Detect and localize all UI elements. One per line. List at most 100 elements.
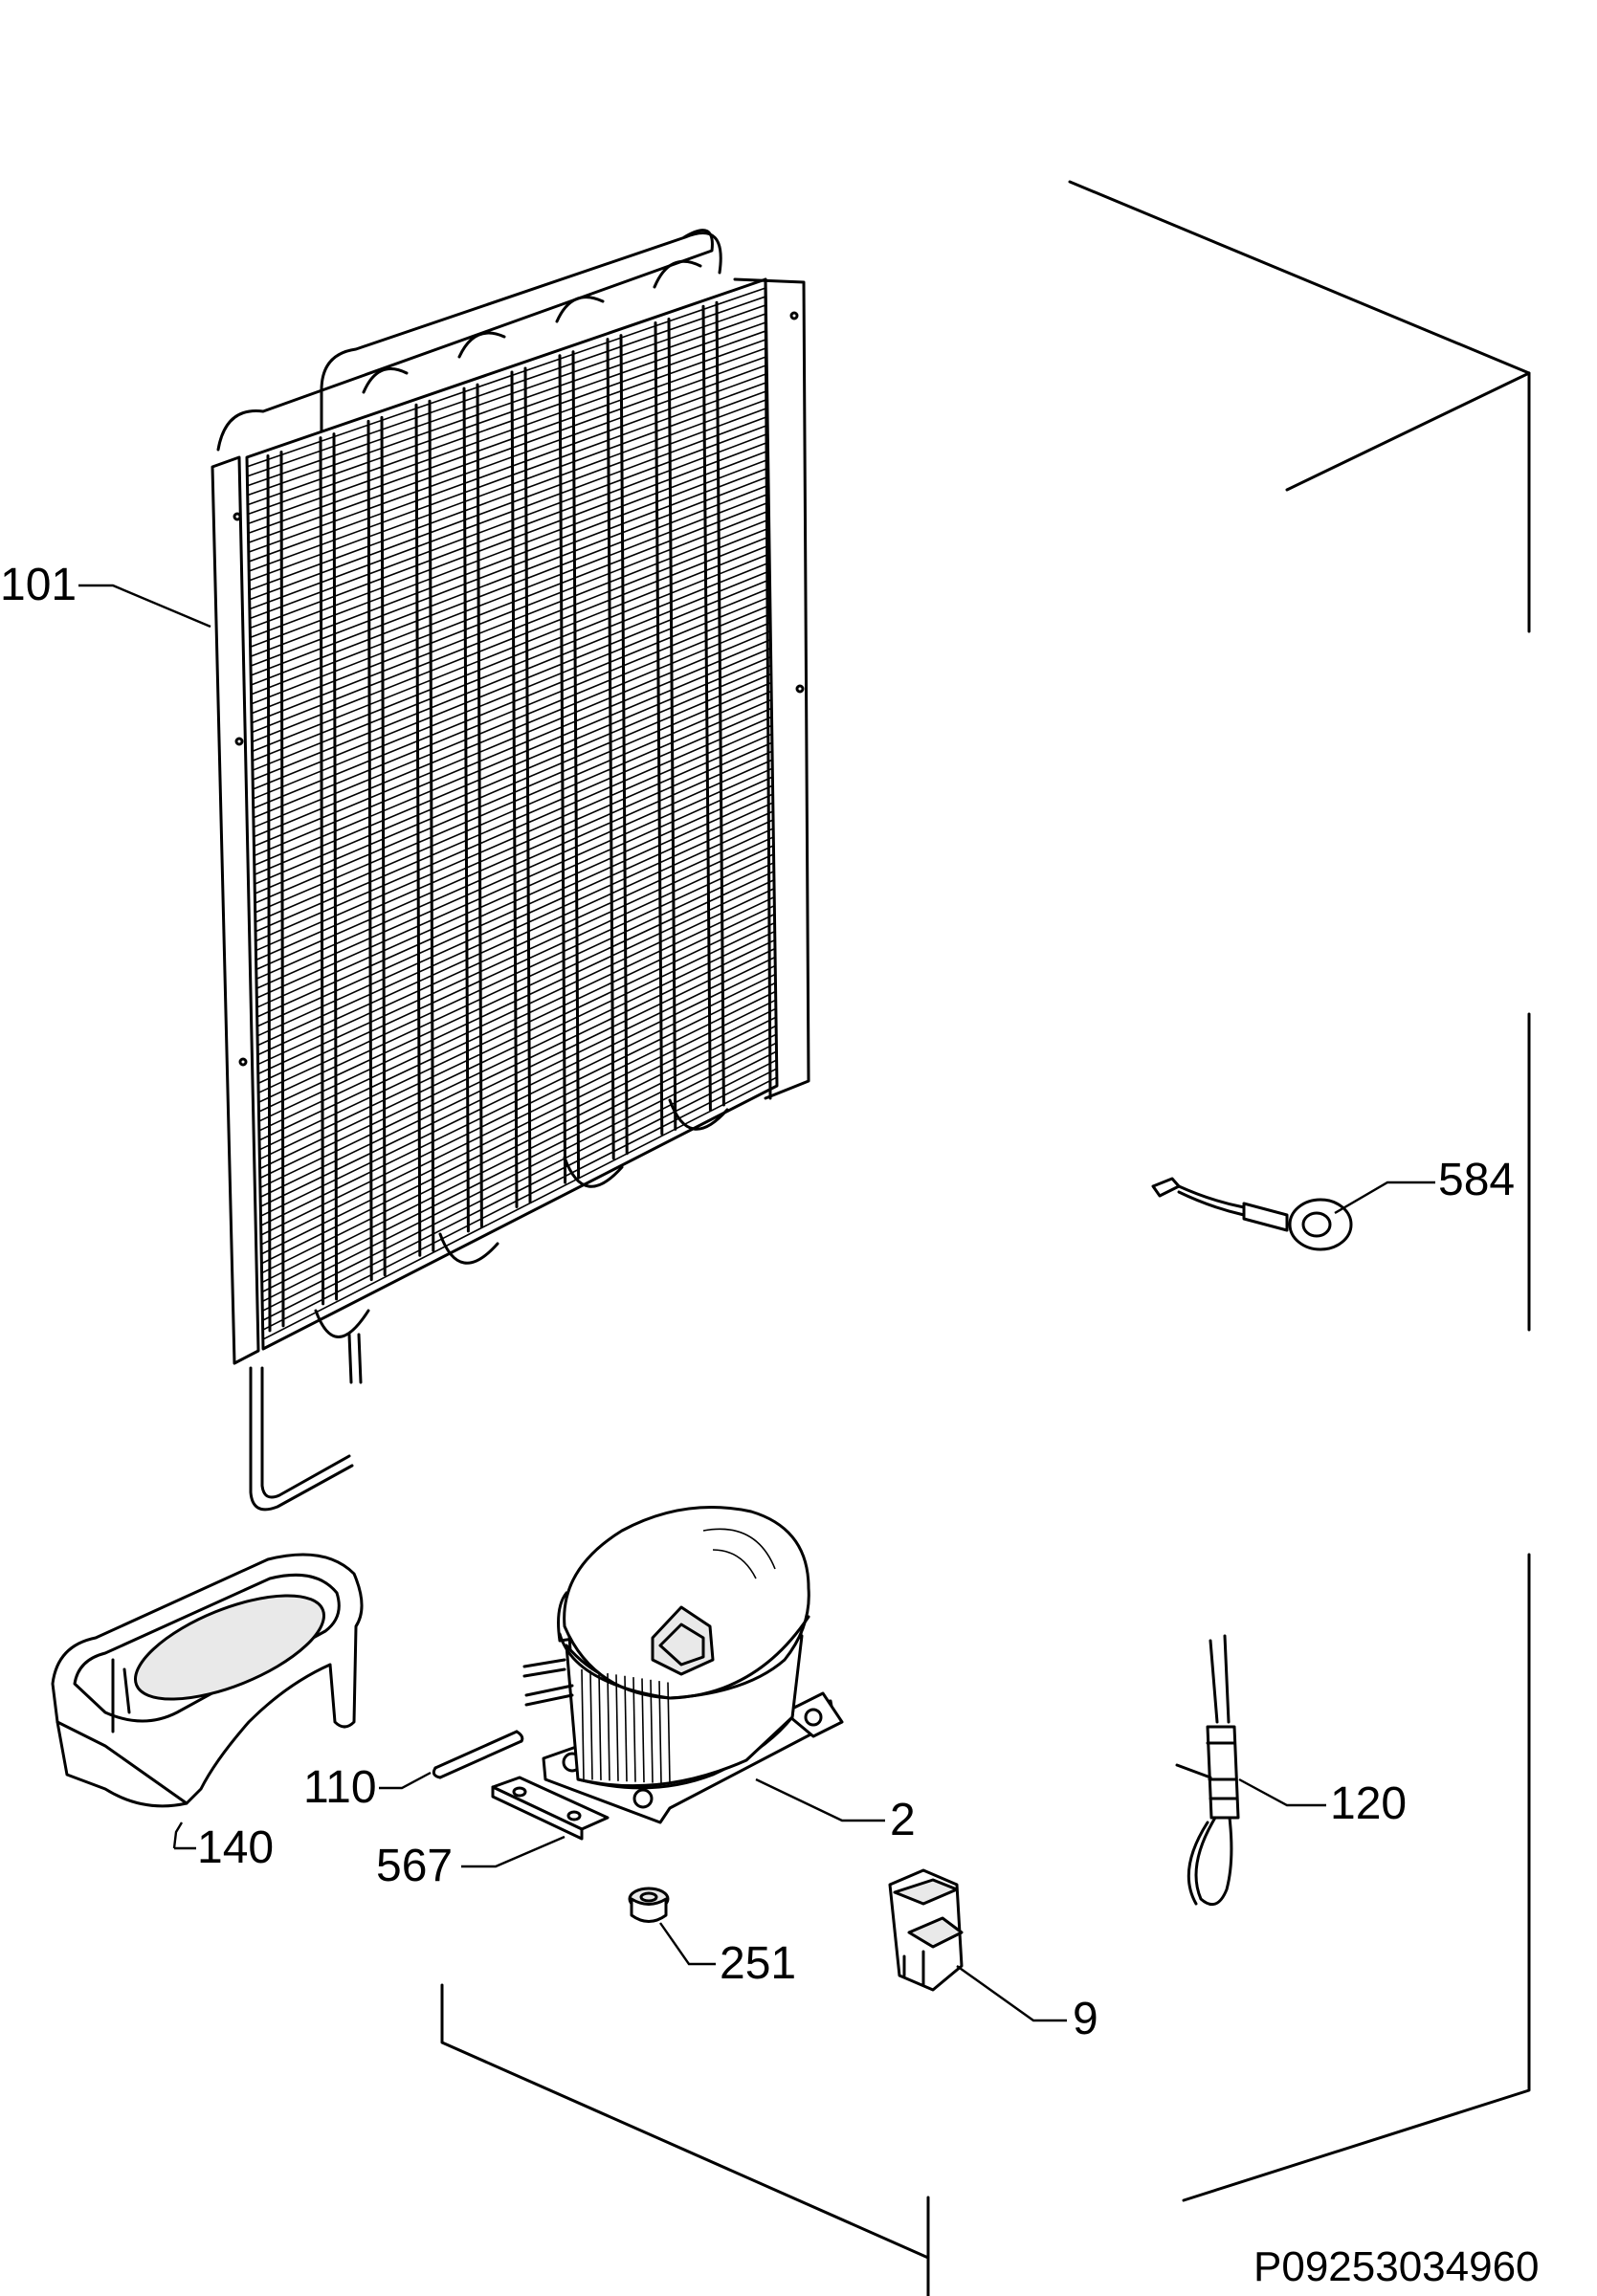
cabinet-outline [440,180,1531,2296]
condenser-drawing [211,229,810,1512]
drawing-stroke [249,415,768,610]
drawing-stroke [252,553,770,762]
drawing-stroke [650,1679,654,1783]
drawing-stroke [253,579,770,790]
drawing-stroke [266,453,272,1333]
drawing-stroke [332,432,339,1301]
drawing-stroke [251,501,769,705]
drawing-stroke [624,1675,628,1782]
drawing-stroke [414,403,422,1257]
drawing-stroke [654,320,664,1136]
grommet-drawing [628,1887,670,1923]
callout-567: 567 [376,1841,454,1891]
drawing-stroke [259,921,775,1170]
drawing-stroke [259,930,776,1180]
drawing-stroke [607,1673,610,1781]
callout-110: 110 [303,1762,377,1813]
callout-2: 2 [890,1795,916,1845]
drawing-stroke [476,383,483,1228]
drawing-stroke [581,1668,585,1780]
drawing-stroke [251,519,769,724]
document-id: P09253034960 [1253,2243,1540,2290]
drawing-stroke [261,1033,777,1293]
drawing-stroke [462,386,470,1233]
drawing-stroke [523,366,532,1203]
callout-251: 251 [720,1938,797,1989]
callout-120: 120 [1330,1778,1408,1829]
drawing-stroke [250,458,768,657]
drawing-stroke [254,629,771,848]
drawing-stroke [571,350,581,1180]
drawing-stroke [558,354,567,1184]
compressor-drawing [522,1506,844,1824]
drawing-stroke [701,304,712,1112]
callout-101: 101 [0,560,78,610]
drawing-stroke [510,370,519,1208]
drawing-stroke [261,1042,777,1303]
drawing-stroke [250,467,769,667]
callout-140: 140 [197,1822,275,1873]
drawing-stroke [261,1025,777,1284]
drawing-stroke [658,1681,662,1784]
drawing-stroke [715,300,725,1107]
drawing-stroke [252,536,770,743]
drawing-stroke [252,562,770,771]
drawing-stroke [260,973,776,1226]
drawing-stroke [253,596,771,809]
drawing-stroke [259,956,776,1207]
drawing-stroke [254,647,771,867]
drawing-stroke [380,415,387,1277]
drawing-stroke [279,450,285,1328]
drawing-stroke [260,964,776,1217]
filter-drier-drawing [1175,1634,1240,1907]
drawing-stroke [252,544,770,753]
drip-tray-drawing [51,1553,364,1808]
drawing-stroke [261,1007,777,1265]
drawing-stroke [254,638,771,857]
drawing-stroke [253,621,771,838]
drawing-stroke [252,570,770,781]
drawing-stroke [253,613,771,828]
drawing-stroke [260,990,776,1246]
drawing-stroke [251,527,769,734]
drawing-stroke [253,587,770,800]
drawing-stroke [667,317,677,1131]
drawing-stroke [251,493,769,695]
drawing-stroke [261,1016,777,1274]
drawing-stroke [249,407,768,601]
drawing-stroke [259,938,776,1189]
drawing-stroke [249,424,768,620]
drawing-stroke [589,1670,593,1780]
drawing-stroke [250,450,768,649]
drawing-stroke [260,999,777,1255]
relay-drawing [888,1868,964,1992]
drawing-stroke [366,419,373,1282]
drawing-stroke [428,399,435,1252]
drawing-stroke [598,1671,602,1780]
callout-584: 584 [1438,1155,1516,1205]
drawing-stroke [254,655,771,875]
drawing-stroke [253,605,771,819]
drawing-stroke [606,338,615,1160]
pipe-drawing [432,1730,524,1779]
callout-9: 9 [1073,1994,1098,2044]
drawing-stroke [667,1682,671,1784]
leader-lines [78,584,1435,2022]
drawing-stroke [262,1059,777,1321]
mount-plate-drawing [491,1776,610,1841]
drawing-stroke [615,1674,619,1781]
drawing-stroke [261,1050,777,1313]
thermal-fuse-drawing [1151,1177,1353,1251]
drawing-stroke [262,1068,778,1331]
drawing-stroke [250,475,769,676]
drawing-stroke [641,1678,645,1783]
drawing-stroke [246,278,766,458]
drawing-stroke [632,1677,636,1782]
drawing-stroke [249,432,768,629]
drawing-stroke [319,436,325,1306]
drawing-stroke [619,334,629,1156]
drawing-stroke [250,441,768,639]
drawing-stroke [259,947,776,1199]
